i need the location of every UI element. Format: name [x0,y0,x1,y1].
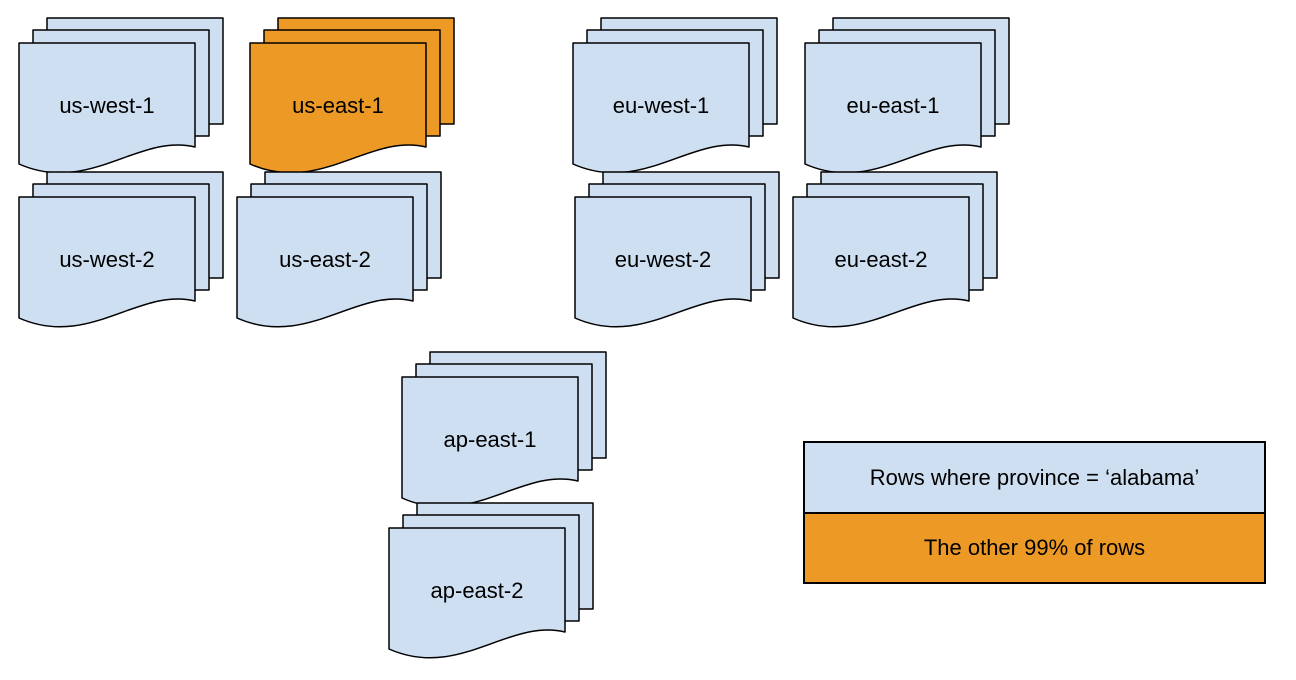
region-stack-ap-east-2: ap-east-2 [388,502,596,662]
document-stack-icon [401,351,607,508]
document-stack-icon [18,17,224,174]
front-document [249,42,427,174]
document-stack-icon [572,17,778,174]
front-document [792,196,970,328]
region-label: us-west-1 [59,93,155,118]
region-label: eu-east-1 [846,93,940,118]
document-stack-icon [792,171,998,328]
document-stack-icon [18,171,224,328]
region-stack-us-east-2: us-east-2 [236,171,444,331]
region-stack-ap-east-1: ap-east-1 [401,351,609,511]
front-document [236,196,414,328]
front-document [572,42,750,174]
region-label: eu-east-2 [834,247,928,272]
region-stack-us-west-1: us-west-1 [18,17,226,177]
region-stack-eu-east-1: eu-east-1 [804,17,1012,177]
document-stack-icon [804,17,1010,174]
document-stack-icon [236,171,442,328]
legend: Rows where province = ‘alabama’ The othe… [803,441,1266,584]
front-document [18,196,196,328]
front-document [18,42,196,174]
region-label: ap-east-1 [443,427,537,452]
region-stack-us-east-1: us-east-1 [249,17,457,177]
region-label: us-east-1 [292,93,384,118]
document-stack-icon [388,502,594,659]
region-label: ap-east-2 [430,578,524,603]
region-stack-eu-west-1: eu-west-1 [572,17,780,177]
legend-row-blue: Rows where province = ‘alabama’ [805,443,1264,514]
front-document [574,196,752,328]
front-document [804,42,982,174]
region-label: eu-west-1 [612,93,710,118]
region-label: eu-west-2 [614,247,712,272]
region-label: us-west-2 [59,247,155,272]
region-stack-eu-east-2: eu-east-2 [792,171,1000,331]
document-stack-icon [574,171,780,328]
region-stack-us-west-2: us-west-2 [18,171,226,331]
front-document [388,527,566,659]
legend-label-orange: The other 99% of rows [923,535,1146,560]
region-label: us-east-2 [279,247,371,272]
document-stack-icon [249,17,455,174]
legend-row-orange: The other 99% of rows [805,514,1264,582]
legend-label-blue: Rows where province = ‘alabama’ [869,464,1200,490]
region-stack-eu-west-2: eu-west-2 [574,171,782,331]
